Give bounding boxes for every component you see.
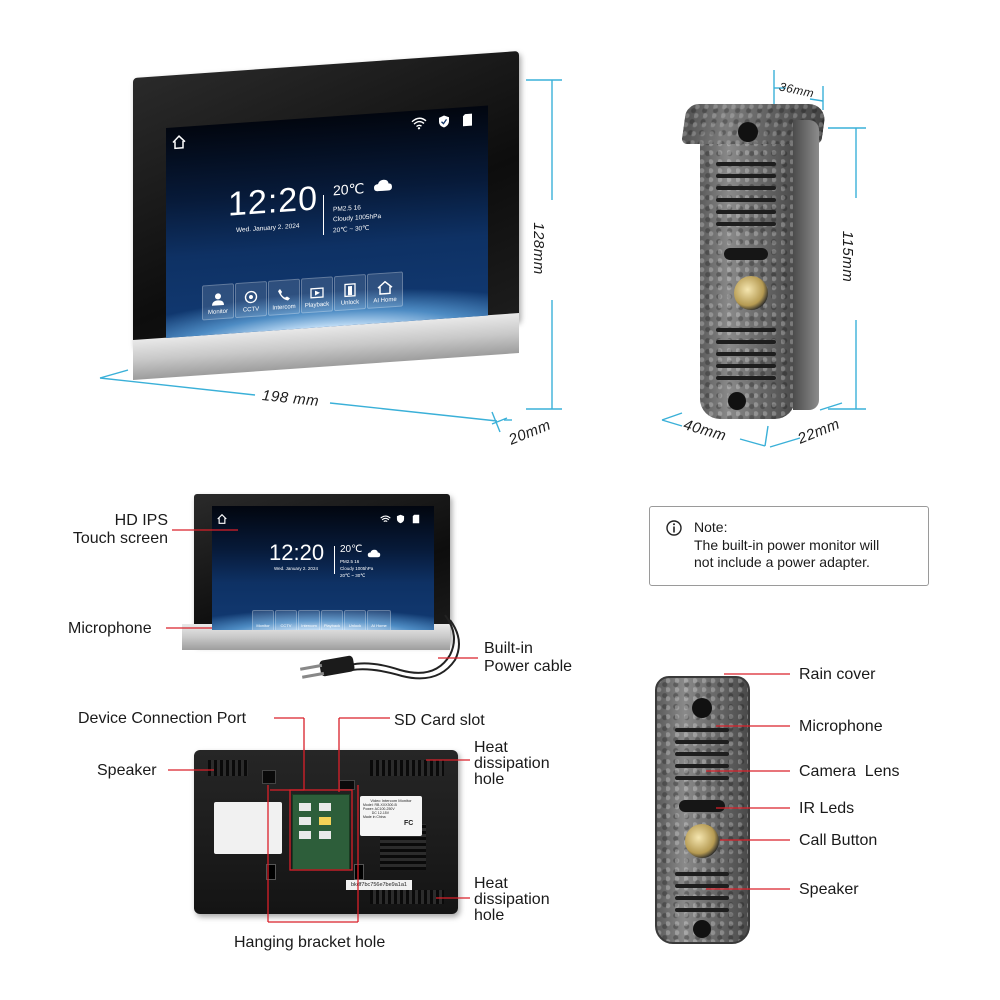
monitor-callout-view: 12:20 Wed. January 2. 2024 20℃ PM2.5 16 …	[180, 492, 460, 662]
note-box: Note: The built-in power monitor will no…	[649, 506, 929, 586]
sticker-line-1: Model: RB-XXX300-B	[363, 803, 397, 807]
shield-icon	[438, 114, 450, 134]
product-sticker: Video Intercom Monitor Model: RB-XXX300-…	[360, 796, 422, 836]
monitor-screen-2[interactable]: 12:20 Wed. January 2. 2024 20℃ PM2.5 16 …	[212, 506, 434, 630]
wifi-icon-2	[380, 511, 391, 529]
callout-bracket: Hanging bracket hole	[234, 934, 386, 951]
clock-date-2: Wed. January 2. 2024	[274, 566, 318, 571]
callout-speaker: Speaker	[97, 762, 157, 779]
serial-sticker: bkdf7bc756e7be9a1a1	[346, 880, 412, 890]
station-front-call-button[interactable]	[685, 824, 719, 858]
app-intercom-2-label: Intercom	[301, 623, 317, 628]
home-icon-2[interactable]	[217, 511, 227, 529]
power-cable	[299, 614, 460, 680]
weather-desc-2: Cloudy 1005hPa	[340, 566, 374, 571]
heat-vent-top	[370, 760, 444, 776]
cctv-icon	[244, 290, 258, 304]
weather-range-2: 20℃ ~ 30℃	[340, 573, 366, 578]
cloud-icon-2	[367, 545, 381, 563]
weather-pm-2: PM2.5 16	[340, 559, 360, 564]
callout-heat-bottom: Heat dissipation hole	[474, 875, 550, 924]
weather-temp-2: 20℃	[340, 544, 363, 555]
info-icon	[666, 520, 682, 541]
connection-port[interactable]	[262, 770, 276, 784]
weather-divider-2	[334, 546, 335, 574]
fcc-mark: FC	[404, 820, 414, 827]
phone-icon	[278, 289, 290, 301]
app-playback[interactable]: Playback	[301, 276, 333, 314]
home-icon[interactable]	[172, 135, 186, 155]
dimension-lines	[99, 70, 866, 448]
monitor-front-view: 12:20 Wed. January 2. 2024 20℃ PM2.5 16 …	[130, 51, 522, 408]
wifi-icon	[411, 116, 427, 135]
sticker-line-2: Power: AC100-250V	[363, 807, 395, 811]
sd-card-icon-2	[412, 511, 420, 529]
station-ir-strip	[724, 248, 768, 260]
station-top-hole	[738, 122, 758, 142]
callout-sd-card: SD Card slot	[394, 712, 485, 729]
monitor-screen[interactable]: 12:20 Wed. January 2. 2024 20℃ PM2.5 16 …	[166, 105, 488, 338]
playback-icon	[310, 287, 324, 299]
sticker-line-3: DC 12-15V	[363, 811, 390, 815]
station-front-top-hole	[692, 698, 712, 718]
app-cctv[interactable]: CCTV	[235, 280, 267, 319]
door-icon	[344, 283, 356, 298]
station-call-button[interactable]	[734, 276, 768, 310]
app-monitor[interactable]: Monitor	[202, 283, 234, 321]
note-title: Note:	[694, 519, 728, 535]
callout-power-cable: Built-in Power cable	[484, 640, 573, 675]
app-ai-home-2[interactable]: AI Home	[367, 610, 391, 630]
station-side-panel	[793, 120, 819, 410]
app-playback-2-label: Playback	[323, 623, 341, 628]
terminal-label	[214, 802, 282, 854]
app-intercom-2[interactable]: Intercom	[298, 610, 320, 630]
app-unlock[interactable]: Unlock	[334, 274, 366, 312]
sticker-line-4: Made in China	[363, 815, 386, 819]
callout-connection-port: Device Connection Port	[78, 710, 247, 727]
sticker-title: Video Intercom Monitor	[370, 798, 412, 803]
app-monitor-2[interactable]: Monitor	[252, 610, 274, 630]
app-unlock-2-label: Unlock	[348, 623, 362, 628]
app-unlock-2[interactable]: Unlock	[344, 610, 366, 630]
station-front-ir-strip	[679, 800, 725, 812]
callout-camera-lens: Camera Lens	[799, 763, 900, 780]
callout-monitor-microphone: Microphone	[68, 620, 152, 637]
callout-rain-cover: Rain cover	[799, 666, 876, 683]
ai-home-icon	[377, 280, 393, 295]
station-bottom-hole	[728, 392, 746, 410]
heat-vent-bottom	[370, 890, 444, 904]
app-playback-2[interactable]: Playback	[321, 610, 343, 630]
app-monitor-2-label: Monitor	[256, 623, 270, 628]
callout-call-button: Call Button	[799, 832, 878, 849]
speaker-vent	[208, 760, 248, 776]
app-intercom[interactable]: Intercom	[268, 278, 300, 316]
door-station-side-view	[680, 100, 830, 430]
shield-icon-2	[396, 511, 405, 529]
station-front-bottom-hole	[693, 920, 711, 938]
callout-ir-leds: IR Leds	[799, 800, 855, 817]
app-cctv-2-label: CCTV	[280, 623, 292, 628]
app-cctv-2[interactable]: CCTV	[275, 610, 297, 630]
bracket-hole-left	[266, 864, 276, 880]
app-ai-home[interactable]: AI Home	[367, 271, 403, 309]
callout-hd-ips-screen: HD IPS Touch screen	[72, 512, 168, 547]
callout-heat-top: Heat dissipation hole	[474, 739, 550, 788]
user-icon	[212, 293, 224, 306]
clock-time-2: 12:20	[269, 540, 325, 565]
sd-card-icon	[462, 113, 473, 133]
app-ai-home-2-label: AI Home	[371, 623, 387, 628]
callout-station-microphone: Microphone	[799, 718, 883, 735]
note-text: The built-in power monitor will not incl…	[694, 537, 880, 570]
door-station-front-view	[655, 676, 750, 946]
cloud-icon	[373, 178, 393, 197]
bracket-hole-right	[354, 864, 364, 880]
callout-station-speaker: Speaker	[799, 881, 859, 898]
